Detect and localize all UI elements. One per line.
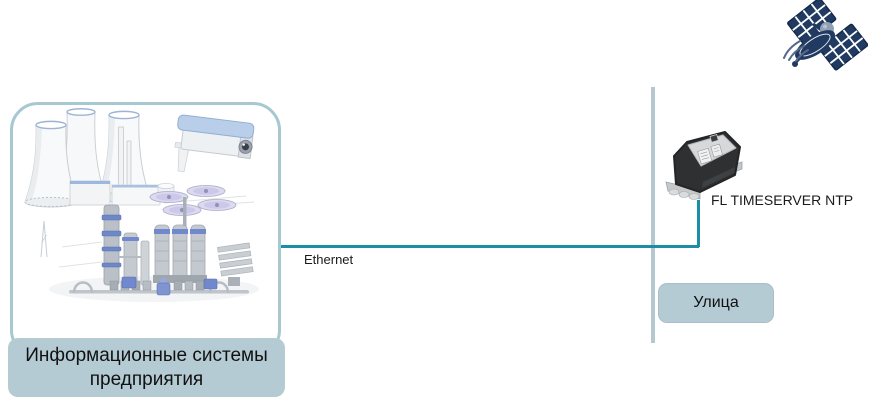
enterprise-systems-box [10,102,281,358]
factory-buildings-icon [40,126,255,258]
street-boundary-line [651,87,655,343]
street-label-box: Улица [658,283,774,323]
timeserver-cable-line [697,200,700,247]
cctv-camera-icon [174,114,255,173]
street-label: Улица [693,294,739,311]
enterprise-systems-label: Информационные системы предприятия [8,338,285,397]
timeserver-label: FL TIMESERVER NTP [711,192,854,208]
enterprise-label-line2: предприятия [89,368,204,390]
enterprise-label-line1: Информационные системы [25,344,268,366]
industrial-plant-illustration [24,108,259,302]
satellite-icon [783,0,868,71]
ethernet-label: Ethernet [304,252,354,267]
refinery-icon [49,197,259,302]
ethernet-line [281,245,699,248]
clarifier-tanks-icon [149,185,237,216]
cooling-towers-icon [24,108,151,208]
timeserver-device-icon [665,131,743,200]
